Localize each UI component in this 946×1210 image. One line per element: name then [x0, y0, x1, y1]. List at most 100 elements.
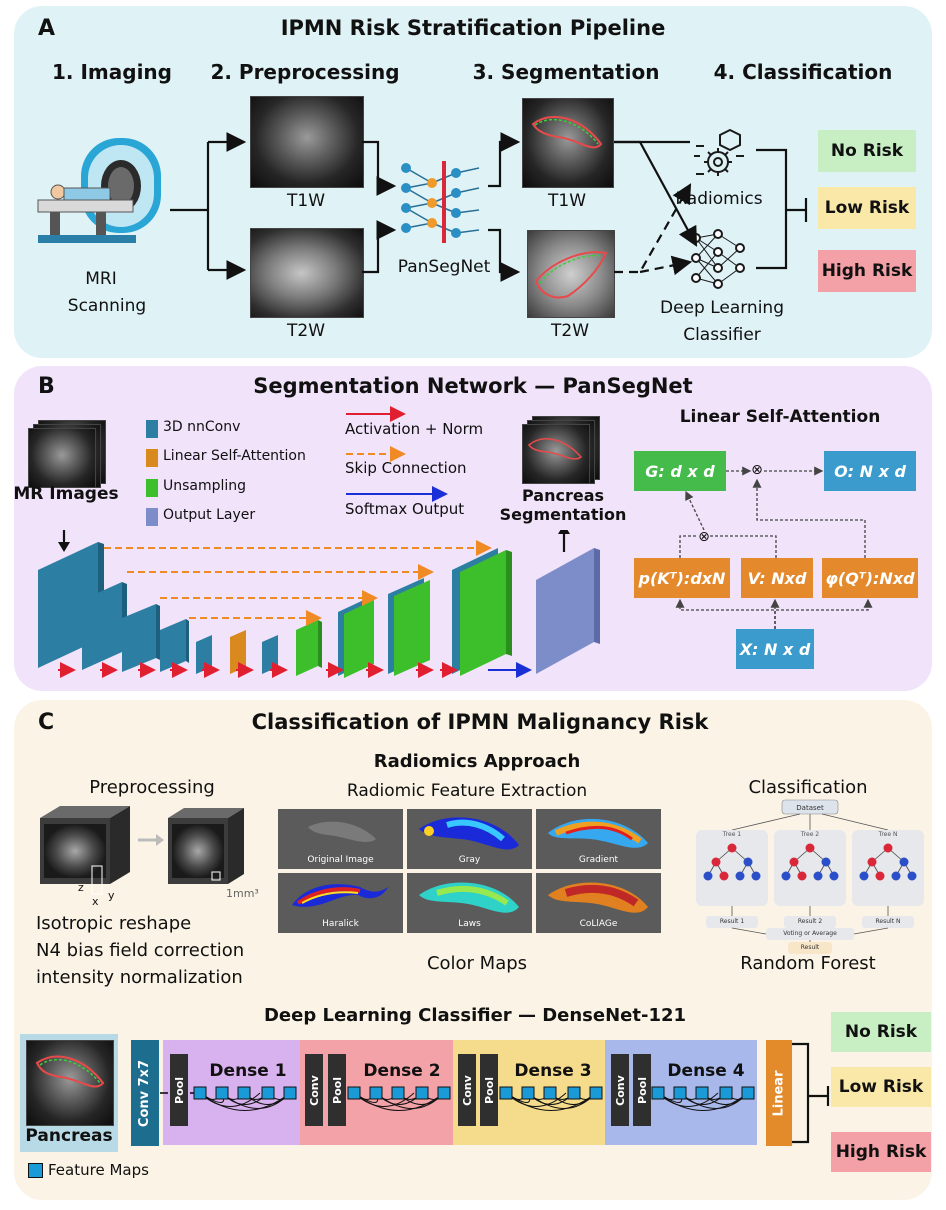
lsa-o-box: O: N x d	[824, 451, 916, 491]
t2w-label: T2W	[286, 321, 326, 341]
pool-2: Pool	[328, 1054, 346, 1126]
densenet-connections	[160, 1086, 755, 1111]
rf-result: Result	[800, 944, 820, 951]
pancreas-input-image	[26, 1040, 114, 1126]
legend-output: Output Layer	[163, 507, 256, 523]
dense-4-label: Dense 4	[667, 1061, 745, 1081]
volume-cubes	[40, 806, 244, 895]
seg-output-front	[522, 424, 590, 484]
step-classification: 4. Classification	[713, 60, 893, 84]
mr-images-label: MR Images	[13, 484, 119, 504]
pancreas-label: Pancreas	[25, 1126, 113, 1146]
seg-t1w-image	[522, 98, 614, 188]
panel-a	[14, 6, 932, 358]
legend-activation: Activation + Norm	[345, 420, 484, 438]
risk-no-a: No Risk	[818, 130, 916, 172]
panel-a-title: IPMN Risk Stratification Pipeline	[280, 16, 666, 40]
risk-low-c: Low Risk	[831, 1067, 931, 1107]
seg-t1w-label: T1W	[547, 191, 587, 211]
legend-output-swatch	[146, 508, 158, 526]
conv-transition-2: Conv	[458, 1054, 476, 1126]
rf-result-n: Result N	[875, 918, 901, 925]
risk-high-c: High Risk	[831, 1132, 931, 1172]
panel-a-arrows	[170, 132, 808, 282]
pool-4: Pool	[633, 1054, 651, 1126]
legend-skip: Skip Connection	[345, 459, 467, 477]
output-bracket	[792, 1042, 830, 1144]
mr-image-front	[28, 428, 96, 488]
lsa-connections	[675, 466, 873, 629]
t2w-image	[250, 228, 364, 318]
dl-label-line2: Classifier	[683, 325, 761, 345]
classification-label: Classification	[748, 777, 868, 798]
color-map-gradient: Gradient	[536, 809, 661, 869]
panel-a-letter: A	[38, 16, 56, 41]
feature-maps-legend: Feature Maps	[48, 1161, 149, 1179]
rf-tree-n: Tree N	[878, 831, 898, 838]
dense-3-label: Dense 3	[514, 1061, 592, 1081]
rf-tree-2: Tree 2	[800, 831, 820, 838]
radiomics-label: Radiomics	[675, 189, 763, 209]
color-map-collage: CoLlAGe	[536, 873, 661, 933]
legend-upsampling: Unsampling	[163, 478, 247, 494]
axis-x-label: x	[92, 895, 99, 908]
radiomics-approach-title: Radiomics Approach	[373, 751, 581, 772]
panel-b-title: Segmentation Network — PanSegNet	[253, 374, 693, 398]
color-map-haralick: Haralick	[278, 873, 403, 933]
color-map-laws: Laws	[407, 873, 532, 933]
dense-1-label: Dense 1	[209, 1061, 287, 1081]
color-maps-label: Color Maps	[426, 953, 528, 974]
t1w-label: T1W	[286, 191, 326, 211]
random-forest-label: Random Forest	[740, 953, 876, 974]
step-imaging: 1. Imaging	[52, 60, 172, 84]
random-forest-diagram	[696, 799, 924, 954]
linear-layer: Linear	[766, 1040, 792, 1146]
risk-high-a: High Risk	[818, 250, 916, 292]
pool-1: Pool	[170, 1054, 188, 1126]
lsa-g-box: G: d x d	[634, 451, 726, 491]
prep-step-3: intensity normalization	[36, 967, 243, 988]
neural-network-icon	[401, 161, 480, 243]
panel-b-letter: B	[38, 374, 55, 399]
pool-3: Pool	[480, 1054, 498, 1126]
legend-upsampling-swatch	[146, 479, 158, 497]
rf-dataset: Dataset	[796, 804, 824, 812]
risk-low-a: Low Risk	[818, 187, 916, 229]
pansegnet-label: PanSegNet	[397, 257, 491, 277]
step-segmentation: 3. Segmentation	[472, 60, 660, 84]
seg-output-line1: Pancreas	[521, 486, 605, 505]
conv-transition-1: Conv	[305, 1054, 323, 1126]
lsa-multiply-bottom: ⊗	[698, 529, 710, 545]
risk-no-c: No Risk	[831, 1012, 931, 1052]
lsa-p-box: p(Kᵀ):dxN	[634, 558, 730, 598]
rf-result-1: Result 1	[719, 918, 745, 925]
legend-arrows	[346, 406, 448, 502]
axis-z-label: z	[78, 881, 84, 894]
conv-transition-3: Conv	[611, 1054, 629, 1126]
lsa-title: Linear Self-Attention	[679, 407, 881, 427]
prep-step-1: Isotropic reshape	[36, 913, 192, 934]
mri-label-line1: MRI	[85, 269, 117, 289]
seg-t2w-label: T2W	[550, 321, 590, 341]
radiomics-gear-icon	[694, 128, 744, 176]
rf-tree-1: Tree 1	[722, 831, 742, 838]
panel-c-letter: C	[38, 710, 55, 735]
lsa-v-box: V: Nxd	[741, 558, 813, 598]
unet-diagram	[38, 530, 600, 678]
dl-label-line1: Deep Learning	[659, 298, 785, 318]
lsa-x-box: X: N x d	[736, 629, 814, 669]
seg-output-line2: Segmentation	[499, 505, 627, 524]
legend-lsa-swatch	[146, 449, 158, 467]
c-preprocessing-label: Preprocessing	[89, 777, 215, 798]
legend-softmax: Softmax Output	[345, 500, 465, 518]
lsa-multiply-top: ⊗	[751, 462, 763, 478]
rf-voting: Voting or Average	[783, 930, 837, 937]
rf-result-2: Result 2	[797, 918, 823, 925]
mri-label-line2: Scanning	[67, 296, 147, 316]
conv7-block: Conv 7x7	[131, 1040, 159, 1146]
legend-nnconv-swatch	[146, 420, 158, 438]
legend-lsa: Linear Self-Attention	[163, 448, 306, 464]
panel-c-title: Classification of IPMN Malignancy Risk	[251, 710, 709, 734]
prep-step-2: N4 bias field correction	[36, 940, 245, 961]
voxel-size-label: 1mm³	[226, 887, 259, 900]
